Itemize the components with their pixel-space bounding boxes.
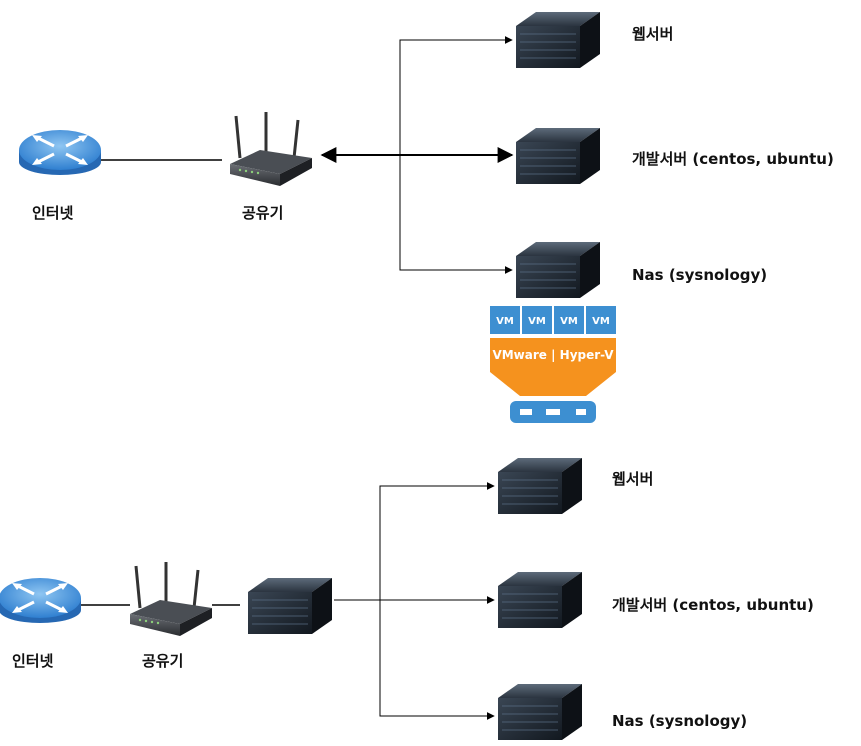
bottom-network: 인터넷 공유기 웹서버 개발서버 (centos, ubuntu) Nas (s… [0, 457, 814, 741]
vm-row: VM VM VM VM [490, 306, 616, 334]
hardware-icon [510, 401, 596, 423]
dev-server-icon [497, 571, 583, 629]
top-network: 인터넷 공유기 웹서버 개발서버 (centos, ubuntu) Nas (s… [17, 11, 834, 299]
router-label: 공유기 [142, 652, 183, 670]
router-icon [228, 110, 314, 188]
internet-label: 인터넷 [12, 652, 54, 670]
host-server-icon [247, 577, 333, 635]
host-nas-link [379, 600, 495, 720]
dev-server-label: 개발서버 (centos, ubuntu) [632, 150, 834, 168]
host-web-server-link [379, 482, 495, 600]
vm-box [586, 306, 616, 334]
web-server-label: 웹서버 [612, 470, 653, 488]
router-icon [128, 560, 214, 638]
nas-server-icon [515, 241, 601, 299]
hypervisor-label: VMware | Hyper-V [492, 348, 614, 362]
nas-server-icon [497, 683, 583, 741]
web-server-label: 웹서버 [632, 25, 673, 43]
web-server-icon [515, 11, 601, 69]
hypervisor-layer [490, 338, 616, 396]
dev-server-icon [515, 127, 601, 185]
router-web-server-link [399, 36, 513, 155]
router-nas-link [399, 155, 513, 274]
vm-box [522, 306, 552, 334]
vm-label: VM [592, 316, 610, 327]
vm-label: VM [496, 316, 514, 327]
internet-label: 인터넷 [32, 204, 74, 222]
dev-server-label: 개발서버 (centos, ubuntu) [612, 596, 814, 614]
nas-server-label: Nas (sysnology) [632, 266, 767, 284]
router-label: 공유기 [242, 204, 283, 222]
internet-icon [17, 128, 103, 177]
internet-icon [0, 576, 83, 625]
hypervisor-stack: VM VM VM VM VMware | Hyper-V [490, 306, 616, 423]
vm-box [490, 306, 520, 334]
vm-label: VM [528, 316, 546, 327]
vm-label: VM [560, 316, 578, 327]
web-server-icon [497, 457, 583, 515]
vm-box [554, 306, 584, 334]
nas-server-label: Nas (sysnology) [612, 712, 747, 730]
